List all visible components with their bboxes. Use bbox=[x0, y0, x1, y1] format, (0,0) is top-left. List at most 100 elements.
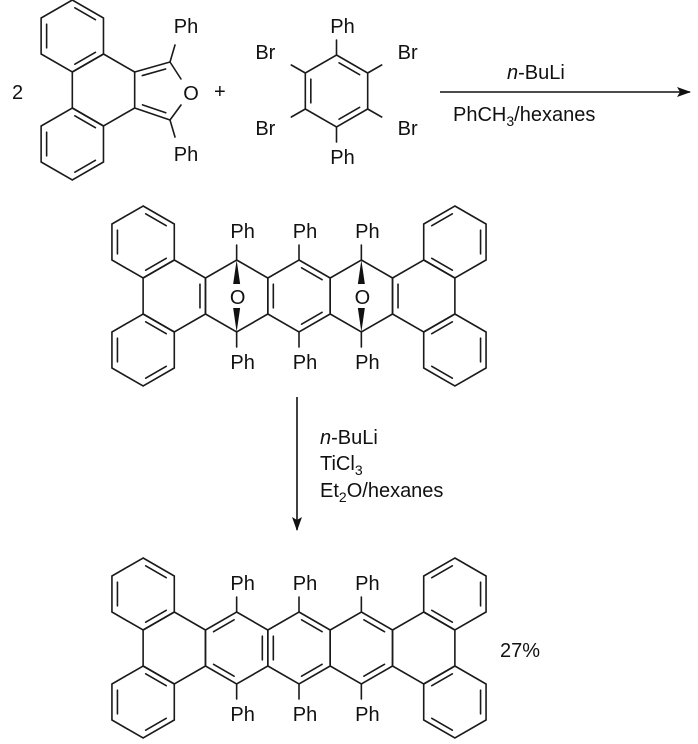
phenyl-substituent: Ph bbox=[230, 573, 255, 613]
bromo-substituent: Br bbox=[366, 108, 418, 140]
ring-bonds bbox=[204, 611, 269, 685]
double-bond-line bbox=[430, 673, 454, 687]
phenyl-substituent: Ph bbox=[293, 331, 317, 374]
ring-bonds bbox=[142, 611, 207, 685]
double-bond-line bbox=[300, 619, 323, 633]
double-bond-line bbox=[430, 365, 454, 379]
acene-ring bbox=[329, 611, 394, 685]
phenyl-substituent: Ph bbox=[230, 221, 255, 261]
bond bbox=[366, 108, 383, 118]
double-bond-line bbox=[430, 321, 454, 335]
ring-bonds bbox=[111, 313, 176, 387]
double-bond-line bbox=[338, 62, 361, 76]
ring-bonds bbox=[422, 665, 487, 739]
step2-reagent-ticl3: TiCl3 bbox=[320, 453, 363, 478]
double-bond-line bbox=[338, 106, 361, 120]
ph-label: Ph bbox=[330, 16, 354, 38]
phenyl-substituent: Ph bbox=[355, 221, 380, 261]
oxygen-bridge: O bbox=[355, 260, 370, 332]
bond bbox=[169, 44, 176, 63]
double-bond-line bbox=[363, 663, 386, 677]
ring-bonds bbox=[40, 107, 105, 181]
ring-bonds bbox=[267, 611, 331, 685]
benzo-ring bbox=[111, 313, 176, 387]
ring-bonds bbox=[142, 259, 207, 333]
phenyl-substituent: Ph bbox=[330, 16, 355, 56]
ring-bonds bbox=[111, 665, 176, 739]
oxygen-bridge: O bbox=[230, 260, 246, 332]
double-bond-line bbox=[300, 663, 323, 677]
ph-label: Ph bbox=[355, 704, 379, 726]
acene-ring bbox=[204, 611, 269, 685]
double-bond-line bbox=[430, 565, 454, 579]
ph-label: Ph bbox=[230, 221, 254, 243]
benzo-ring-upper bbox=[40, 0, 105, 73]
ph-label: Ph bbox=[355, 352, 379, 374]
phenyl-substituent: Ph bbox=[355, 331, 380, 374]
double-bond-line bbox=[144, 609, 168, 623]
phenanthrene-middle-ring bbox=[142, 259, 207, 333]
phenyl-substituent: Ph bbox=[355, 573, 380, 613]
benzo-ring-lower bbox=[40, 107, 105, 181]
ph-label: Ph bbox=[330, 147, 354, 169]
double-bond-line bbox=[144, 717, 168, 731]
ph-label: Ph bbox=[174, 144, 198, 166]
double-bond-line bbox=[300, 267, 323, 281]
phenyl-substituent: Ph bbox=[355, 683, 380, 726]
double-bond-line bbox=[74, 51, 97, 65]
ring-bonds bbox=[391, 611, 456, 685]
central-ring bbox=[267, 259, 331, 333]
step2-reagent: n-BuLi bbox=[320, 427, 378, 449]
bond bbox=[290, 64, 307, 74]
oxygen-label: O bbox=[230, 287, 246, 309]
wedge-bond bbox=[357, 308, 365, 332]
double-bond-line bbox=[363, 619, 386, 633]
step2-solvent: Et2O/hexanes bbox=[320, 480, 443, 505]
furan-ring: O bbox=[133, 61, 199, 121]
benzo-ring bbox=[422, 557, 487, 631]
bond bbox=[169, 61, 182, 80]
benzo-ring bbox=[422, 313, 487, 387]
bond bbox=[290, 108, 307, 118]
br-label: Br bbox=[398, 42, 418, 64]
bromo-substituent: Br bbox=[255, 42, 307, 74]
benzo-ring bbox=[111, 205, 176, 279]
reactant-coefficient: 2 bbox=[12, 82, 23, 104]
wedge-bond bbox=[233, 260, 241, 284]
bond bbox=[133, 107, 171, 121]
phenanthrene-middle-ring bbox=[391, 259, 456, 333]
ring-bonds bbox=[111, 205, 176, 279]
benzo-ring bbox=[111, 665, 176, 739]
plus-sign: + bbox=[214, 81, 226, 103]
double-bond-line bbox=[144, 213, 168, 227]
ph-label: Ph bbox=[230, 704, 254, 726]
double-bond-line bbox=[430, 717, 454, 731]
br-label: Br bbox=[398, 118, 418, 140]
ph-label: Ph bbox=[293, 573, 317, 595]
phenyl-substituent: Ph bbox=[169, 119, 198, 166]
bond bbox=[133, 61, 171, 73]
oxygen-label: O bbox=[183, 83, 199, 105]
bromo-substituent: Br bbox=[366, 42, 418, 74]
phenyl-substituent: Ph bbox=[169, 16, 198, 63]
benzo-ring bbox=[111, 557, 176, 631]
ring-bonds bbox=[422, 313, 487, 387]
double-bond-line bbox=[74, 7, 97, 21]
ph-label: Ph bbox=[174, 16, 198, 38]
step1-reagent: n-BuLi bbox=[507, 62, 565, 84]
double-bond-line bbox=[144, 365, 168, 379]
double-bond-line bbox=[74, 115, 97, 129]
ring-bonds bbox=[267, 259, 331, 333]
ph-label: Ph bbox=[355, 573, 379, 595]
yield-label: 27% bbox=[500, 640, 540, 662]
phenyl-substituent: Ph bbox=[230, 683, 255, 726]
benzo-ring bbox=[422, 205, 487, 279]
step1-solvent: PhCH3/hexanes bbox=[453, 104, 595, 129]
phenanthrene-middle-ring bbox=[142, 611, 207, 685]
ring-bonds bbox=[422, 557, 487, 631]
ph-label: Ph bbox=[293, 352, 317, 374]
